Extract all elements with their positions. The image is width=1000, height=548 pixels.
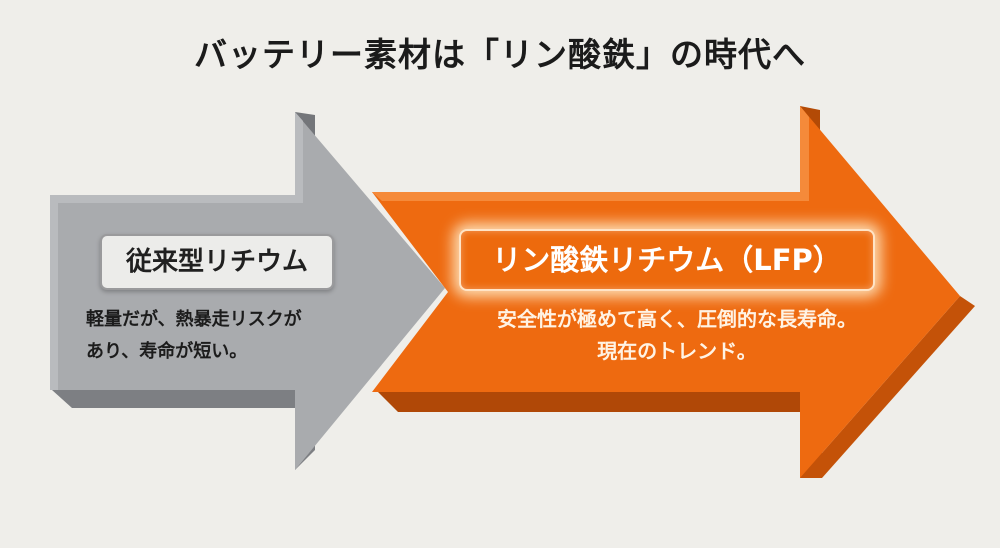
old-arrow-bottom [52,390,315,470]
new-arrow-bottom [378,392,822,478]
old-type-label: 従来型リチウム [100,234,334,290]
old-arrow [50,112,445,470]
old-description-line: 軽量だが、熱暴走リスクが [86,309,302,330]
slide-title: バッテリー素材は「リン酸鉄」の時代へ [194,35,806,74]
old-description-line: あり、寿命が短い。 [86,341,248,362]
new-description-line: 現在のトレンド。 [597,339,757,363]
new-description-line: 安全性が極めて高く、圧倒的な長寿命。 [497,307,857,331]
new-arrow [372,106,960,478]
new-arrow-highlight [372,106,809,201]
new-type-description: 安全性が極めて高く、圧倒的な長寿命。 現在のトレンド。 [472,303,882,367]
new-arrow-tip-shade [800,296,975,478]
old-type-description: 軽量だが、熱暴走リスクが あり、寿命が短い。 [86,304,358,368]
new-type-label: リン酸鉄リチウム（LFP） [459,229,875,291]
